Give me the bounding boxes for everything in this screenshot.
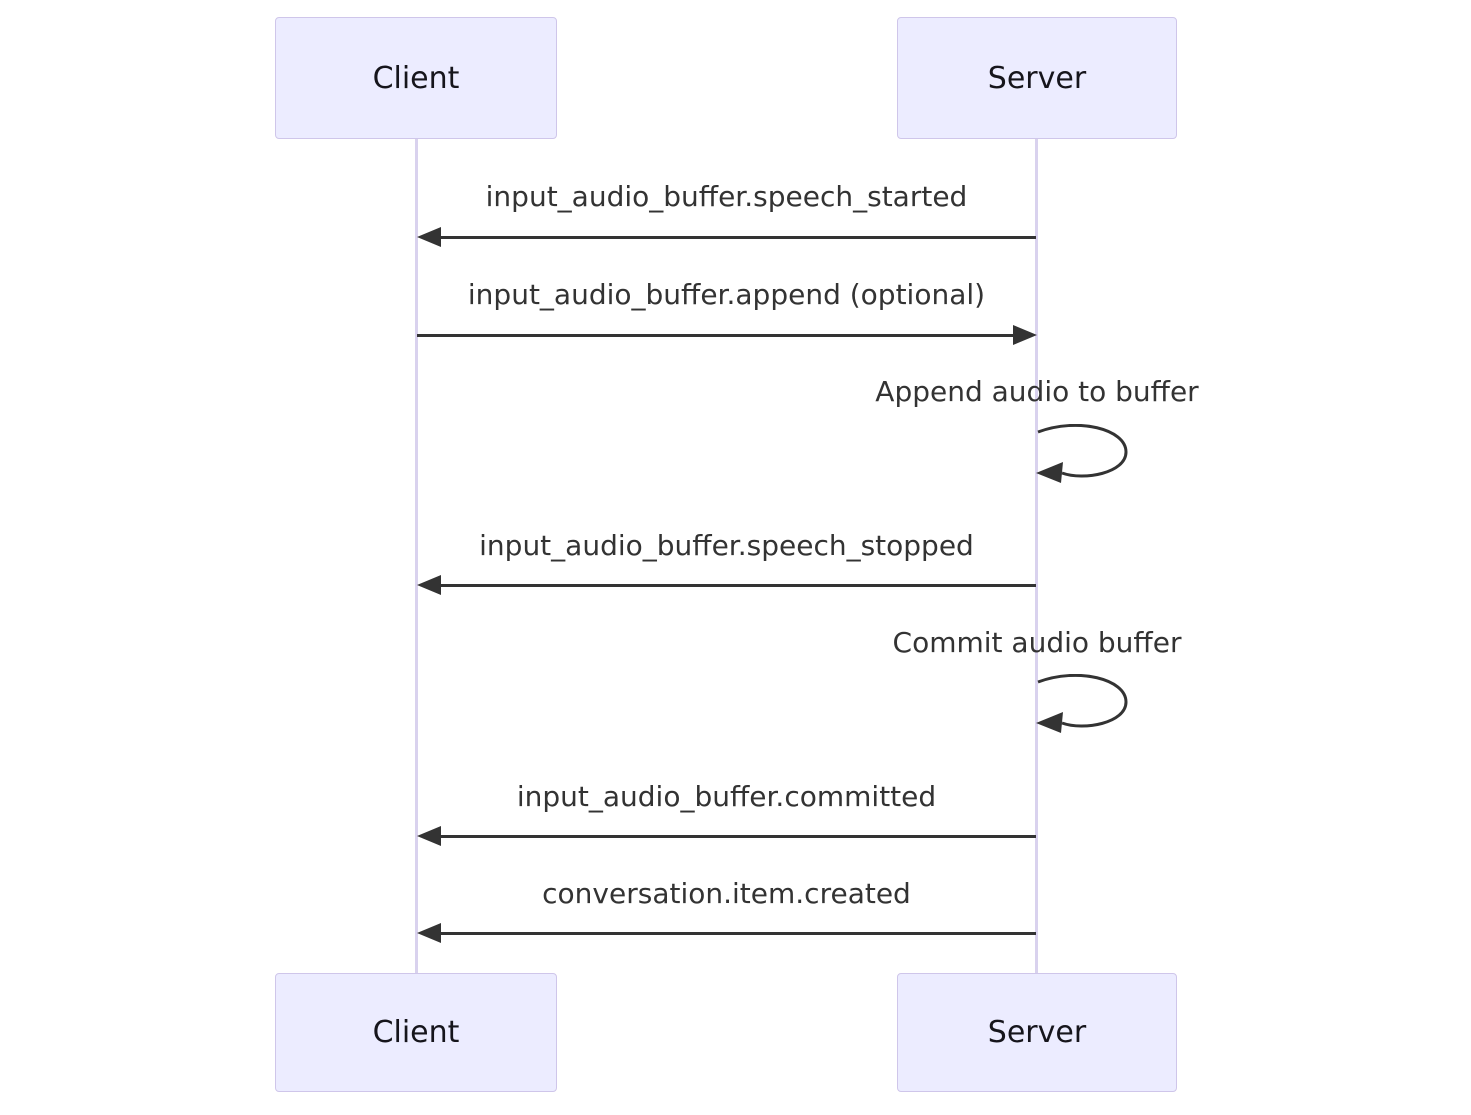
message-label-speech-started: input_audio_buffer.speech_started <box>485 180 968 213</box>
actor-server-bottom-label: Server <box>987 1015 1087 1050</box>
actor-client-top-label: Client <box>372 60 460 96</box>
arrowhead-left-icon <box>417 826 441 846</box>
message-line-speech-stopped <box>432 584 1036 587</box>
self-loop-arrow-icon <box>1036 424 1128 483</box>
message-line-speech-started <box>432 236 1036 239</box>
actor-client-bottom-label: Client <box>372 1015 460 1050</box>
arrowhead-left-icon <box>417 575 441 595</box>
message-label-commit-audio: Commit audio buffer <box>892 626 1182 659</box>
message-label-append-audio: Append audio to buffer <box>875 375 1199 408</box>
lifeline-server <box>1035 139 1038 974</box>
self-loop-arrow-icon <box>1036 674 1128 733</box>
message-line-committed <box>432 835 1036 838</box>
arrowhead-left-icon <box>417 923 441 943</box>
message-line-append-optional <box>417 334 1021 337</box>
arrowhead-left-icon <box>417 227 441 247</box>
message-line-item-created <box>432 932 1036 935</box>
message-label-speech-stopped: input_audio_buffer.speech_stopped <box>479 529 974 562</box>
message-label-append-optional: input_audio_buffer.append (optional) <box>467 278 986 311</box>
actor-server-top-label: Server <box>987 60 1087 96</box>
arrowhead-right-icon <box>1013 325 1037 345</box>
message-label-committed: input_audio_buffer.committed <box>516 780 937 813</box>
actor-client-bottom: Client <box>275 973 557 1092</box>
lifeline-client <box>415 139 418 974</box>
actor-server-top: Server <box>897 17 1177 139</box>
message-label-item-created: conversation.item.created <box>542 877 911 910</box>
actor-server-bottom: Server <box>897 973 1177 1092</box>
actor-client-top: Client <box>275 17 557 139</box>
